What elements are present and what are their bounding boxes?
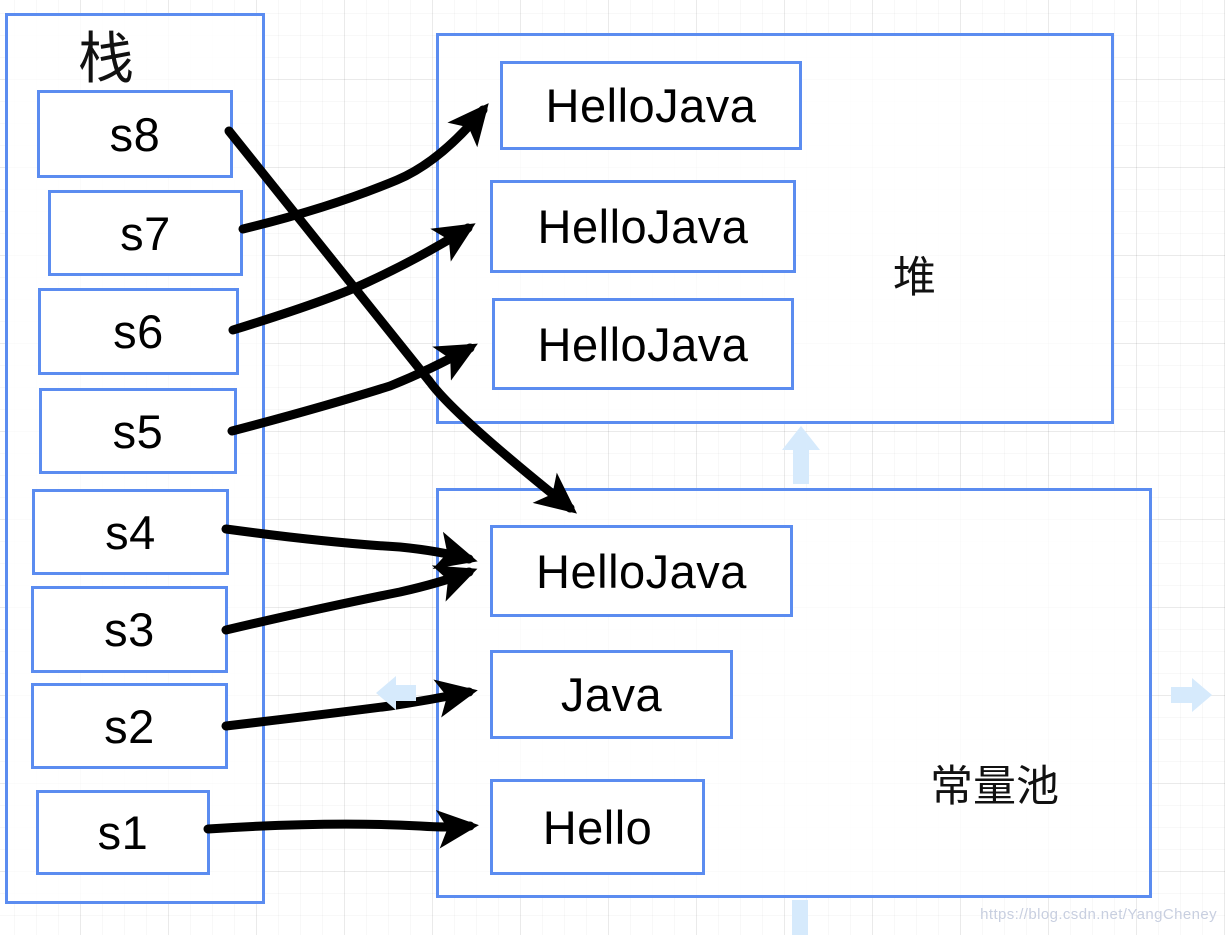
pool-cell-1[interactable]: Java bbox=[490, 650, 733, 739]
stack-cell-label: s5 bbox=[112, 404, 164, 458]
ref-arrow-s5-to-heap-2 bbox=[227, 343, 478, 436]
pool-cell-label: HelloJava bbox=[536, 544, 747, 598]
stack-region-label: 栈 bbox=[78, 27, 134, 92]
heap-cell-label: HelloJava bbox=[537, 317, 749, 371]
stack-cell-s8[interactable]: s8 bbox=[37, 90, 233, 178]
stack-cell-label: s7 bbox=[120, 206, 171, 260]
stack-cell-label: s4 bbox=[105, 505, 156, 559]
nav-up-icon[interactable] bbox=[780, 424, 822, 486]
pool-cell-label: Java bbox=[560, 668, 663, 721]
heap-cell-label: HelloJava bbox=[537, 200, 749, 253]
heap-cell-2[interactable]: HelloJava bbox=[492, 298, 794, 390]
pool-cell-0[interactable]: HelloJava bbox=[490, 525, 793, 617]
stack-cell-s4[interactable]: s4 bbox=[32, 489, 229, 575]
stack-cell-label: s2 bbox=[104, 699, 155, 753]
stack-cell-label: s1 bbox=[97, 806, 149, 859]
stack-cell-label: s3 bbox=[104, 603, 155, 656]
heap-cell-label: HelloJava bbox=[545, 79, 757, 132]
heap-cell-0[interactable]: HelloJava bbox=[500, 61, 802, 150]
constant-pool-region-label: 常量池 bbox=[930, 762, 1059, 812]
stack-cell-s3[interactable]: s3 bbox=[31, 586, 228, 673]
nav-right-icon[interactable] bbox=[1168, 676, 1214, 714]
stack-cell-s1[interactable]: s1 bbox=[36, 790, 210, 875]
nav-down-icon[interactable] bbox=[787, 900, 813, 935]
pool-cell-2[interactable]: Hello bbox=[490, 779, 705, 875]
stack-cell-label: s6 bbox=[113, 305, 164, 358]
stack-cell-s5[interactable]: s5 bbox=[39, 388, 237, 474]
ref-arrow-s6-to-heap-1 bbox=[228, 223, 476, 335]
stack-cell-label: s8 bbox=[109, 107, 161, 161]
heap-region-label: 堆 bbox=[893, 253, 936, 303]
heap-cell-1[interactable]: HelloJava bbox=[490, 180, 796, 273]
stack-cell-s7[interactable]: s7 bbox=[48, 190, 243, 276]
stack-cell-s2[interactable]: s2 bbox=[31, 683, 228, 769]
watermark: https://blog.csdn.net/YangCheney bbox=[980, 906, 1217, 923]
pool-cell-label: Hello bbox=[542, 800, 653, 854]
nav-left-icon[interactable] bbox=[374, 674, 418, 712]
stack-cell-s6[interactable]: s6 bbox=[38, 288, 239, 375]
